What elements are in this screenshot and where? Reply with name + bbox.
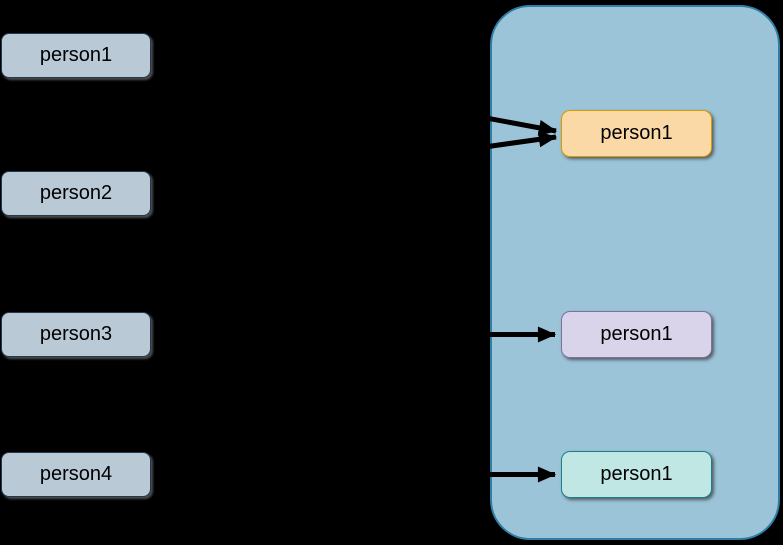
node-person2[interactable]: person2	[1, 171, 151, 216]
node-merged-top[interactable]: person1	[561, 110, 712, 157]
node-person1[interactable]: person1	[1, 33, 151, 78]
node-person4[interactable]: person4	[1, 452, 151, 497]
node-person3-label: person3	[39, 323, 113, 345]
node-person4-label: person4	[39, 463, 113, 485]
node-merged-middle-label: person1	[600, 323, 673, 345]
node-person3[interactable]: person3	[1, 312, 151, 357]
node-person2-label: person2	[39, 182, 113, 204]
node-merged-bottom[interactable]: person1	[561, 451, 712, 498]
node-merged-middle[interactable]: person1	[561, 311, 712, 358]
node-merged-bottom-label: person1	[600, 463, 673, 485]
node-person1-label: person1	[39, 44, 113, 66]
node-merged-top-label: person1	[600, 122, 673, 144]
